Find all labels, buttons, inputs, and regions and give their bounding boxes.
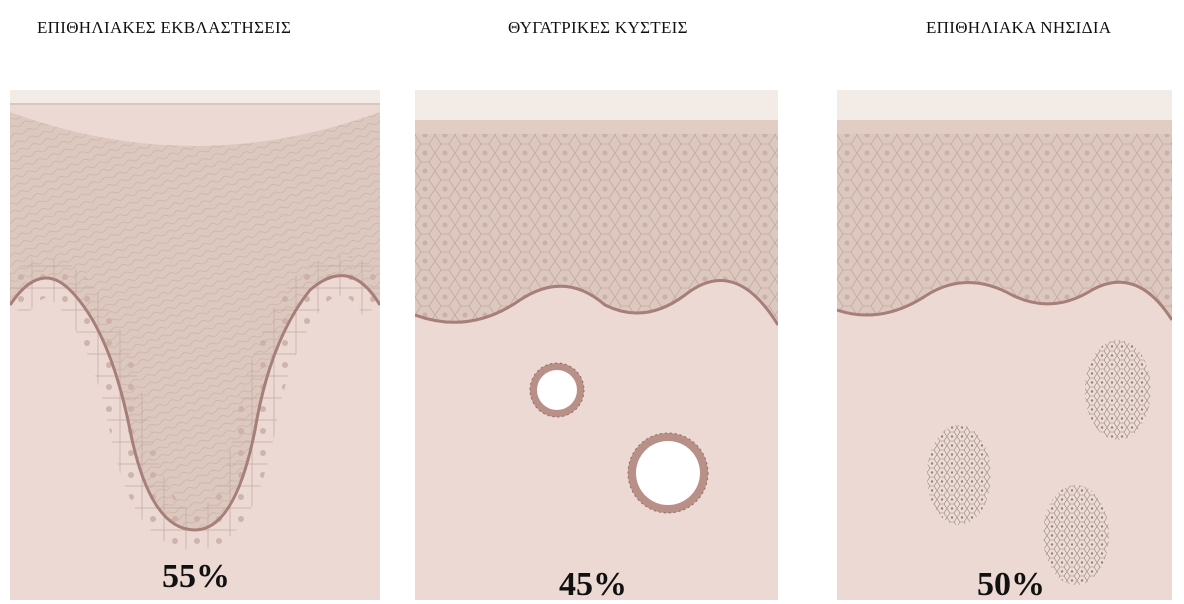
percentage-epithelial-sprouts: 55% [162,558,230,596]
panel-title-daughter-cysts: ΘΥΓΑΤΡΙΚΕΣ ΚΥΣΤΕΙΣ [508,18,688,38]
panel-epithelial-sprouts [10,90,380,600]
daughter-cysts-illustration [415,90,778,600]
panel-title-epithelial-sprouts: ΕΠΙΘΗΛΙΑΚΕΣ ΕΚΒΛΑΣΤΗΣΕΙΣ [37,18,291,38]
cyst-small [530,363,584,417]
panel-epithelial-islands [837,90,1172,600]
epithelial-sprout-illustration [10,90,380,600]
panel-daughter-cysts [415,90,778,600]
cyst-large [628,433,708,513]
percentage-daughter-cysts: 45% [559,566,627,604]
epithelial-islands-illustration [837,90,1172,600]
percentage-epithelial-islands: 50% [977,566,1045,604]
panel-title-epithelial-islands: ΕΠΙΘΗΛΙΑΚΑ ΝΗΣΙΔΙΑ [926,18,1111,38]
